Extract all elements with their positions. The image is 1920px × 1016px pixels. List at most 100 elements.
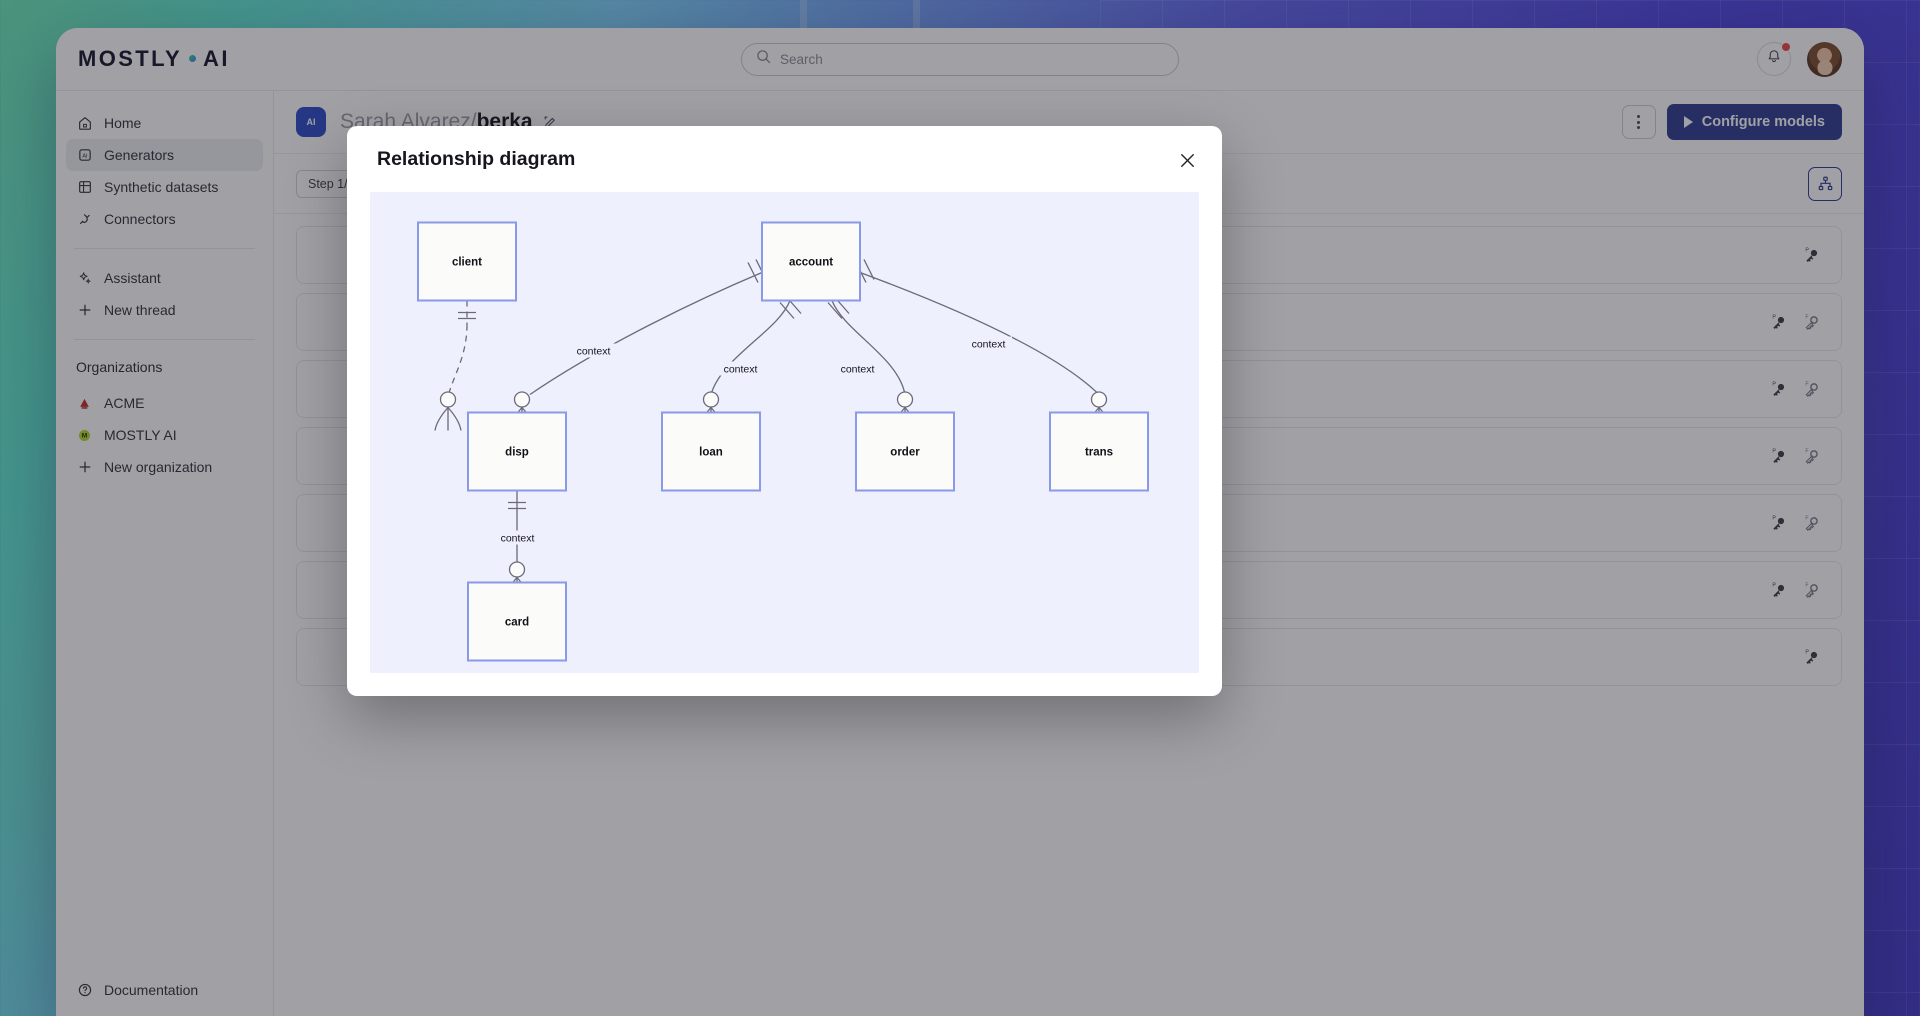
help-circle-icon — [76, 982, 93, 999]
notifications-button[interactable] — [1757, 42, 1791, 76]
table-grid-icon — [76, 179, 93, 196]
svg-text:P: P — [1772, 448, 1776, 454]
primary-key-icon: P — [1772, 381, 1785, 396]
configure-models-button[interactable]: Configure models — [1666, 104, 1842, 140]
generator-ai-icon: AI — [76, 147, 93, 164]
search-box[interactable] — [741, 42, 1179, 76]
entity-label-card: card — [505, 617, 529, 629]
card-one-account-trans-b — [863, 259, 875, 280]
edge-label: context — [834, 361, 881, 376]
primary-key-icon: P — [1772, 515, 1785, 530]
entity-label-account: account — [789, 257, 833, 269]
svg-text:P: P — [1805, 649, 1809, 655]
svg-text:P: P — [1805, 247, 1809, 253]
top-bar-actions — [1757, 41, 1842, 77]
sidebar-label-assistant: Assistant — [104, 270, 161, 286]
search-input[interactable] — [780, 51, 1164, 67]
plus-icon — [76, 302, 93, 319]
edge-account-disp — [529, 271, 763, 396]
diagram-canvas[interactable]: context context context context context — [370, 192, 1199, 673]
close-icon[interactable] — [1174, 147, 1200, 173]
logo-dot-icon — [189, 54, 197, 62]
logo-text-ai: AI — [203, 46, 230, 71]
svg-text:P: P — [1772, 515, 1776, 521]
sidebar-label-org-mostly-ai: MOSTLY AI — [104, 427, 177, 443]
edge-label: context — [965, 336, 1012, 351]
foreign-key-icon: F — [1805, 381, 1818, 397]
sidebar-footer: Documentation — [56, 974, 273, 1016]
card-one-account-disp-a — [747, 262, 759, 283]
edge-account-loan — [710, 300, 791, 395]
foreign-key-icon: F — [1805, 582, 1818, 598]
app-logo[interactable]: MOSTLY AI — [78, 46, 230, 72]
relationship-diagram-icon[interactable] — [1808, 166, 1842, 201]
card-zero-disp-2 — [513, 391, 531, 408]
svg-text:M: M — [82, 432, 88, 439]
sidebar-item-org-mostly-ai[interactable]: M MOSTLY AI — [66, 419, 263, 451]
entity-order[interactable]: order — [855, 411, 955, 492]
sidebar-item-documentation[interactable]: Documentation — [66, 974, 263, 1006]
modal-title: Relationship diagram — [377, 147, 576, 170]
sidebar-label-org-acme: ACME — [104, 395, 145, 411]
page-header-actions: Configure models — [1621, 104, 1842, 140]
avatar[interactable] — [1807, 41, 1842, 77]
play-icon — [1683, 116, 1693, 128]
sidebar-divider-2 — [74, 339, 255, 340]
notification-badge — [1781, 42, 1791, 52]
entity-card[interactable]: card — [467, 581, 567, 662]
edge-label-account-order: context — [841, 364, 875, 376]
entity-label-disp: disp — [505, 447, 529, 459]
generator-ai-icon: AI — [296, 107, 326, 137]
edge-label: context — [570, 343, 617, 358]
entity-label-client: client — [452, 257, 482, 269]
entity-trans[interactable]: trans — [1049, 411, 1149, 492]
sidebar-label-connectors: Connectors — [104, 211, 176, 227]
svg-text:P: P — [1772, 582, 1776, 588]
row-key-icons: P F — [1769, 313, 1821, 332]
card-one-account-loan-a — [779, 302, 795, 319]
sidebar-label-generators: Generators — [104, 147, 175, 163]
svg-text:AI: AI — [82, 153, 88, 159]
crowfoot-disp-1 — [434, 407, 462, 431]
edge-label-account-loan: context — [724, 364, 758, 376]
sidebar-item-new-organization[interactable]: New organization — [66, 451, 263, 483]
modal-body: context context context context context — [347, 192, 1222, 696]
plus-icon — [76, 459, 93, 476]
primary-key-icon: P — [1772, 314, 1785, 329]
entity-loan[interactable]: loan — [661, 411, 761, 492]
svg-text:F: F — [1805, 381, 1809, 387]
sidebar-item-org-acme[interactable]: ACME — [66, 387, 263, 419]
bell-icon — [1766, 49, 1782, 70]
foreign-key-icon: F — [1805, 448, 1818, 464]
card-zero-disp — [439, 391, 457, 408]
configure-models-label: Configure models — [1701, 114, 1825, 130]
primary-key-icon: P — [1772, 448, 1785, 463]
sidebar-item-home[interactable]: Home — [66, 107, 263, 139]
sidebar-label-synthetic-datasets: Synthetic datasets — [104, 179, 219, 195]
row-key-icons: P F — [1769, 380, 1821, 399]
sidebar-item-new-thread[interactable]: New thread — [66, 294, 263, 326]
card-zero-trans — [1090, 391, 1108, 408]
row-key-icons: P F — [1769, 581, 1821, 600]
sidebar-section-organizations: Organizations — [76, 359, 163, 375]
edge-label-account-trans: context — [972, 339, 1006, 351]
edge-label-disp-card: context — [501, 533, 535, 545]
more-vertical-icon[interactable] — [1621, 105, 1656, 139]
foreign-key-icon: F — [1805, 314, 1818, 330]
foreign-key-icon: F — [1805, 515, 1818, 531]
sidebar-item-connectors[interactable]: Connectors — [66, 203, 263, 235]
mostly-ai-logo-icon: M — [76, 427, 93, 444]
entity-client[interactable]: client — [417, 221, 517, 302]
sidebar-label-new-thread: New thread — [104, 302, 176, 318]
entity-account[interactable]: account — [761, 221, 861, 302]
sidebar-label-documentation: Documentation — [104, 982, 199, 998]
sidebar-item-synthetic-datasets[interactable]: Synthetic datasets — [66, 171, 263, 203]
entity-disp[interactable]: disp — [467, 411, 567, 492]
entity-label-loan: loan — [699, 447, 723, 459]
sidebar-item-assistant[interactable]: Assistant — [66, 262, 263, 294]
sidebar: Home AI Generators Synthetic datasets Co… — [56, 91, 274, 1016]
relationship-diagram-modal: Relationship diagram — [347, 126, 1222, 696]
primary-key-icon: P — [1772, 582, 1785, 597]
row-key-icons: P F — [1769, 447, 1821, 466]
sidebar-item-generators[interactable]: AI Generators — [66, 139, 263, 171]
